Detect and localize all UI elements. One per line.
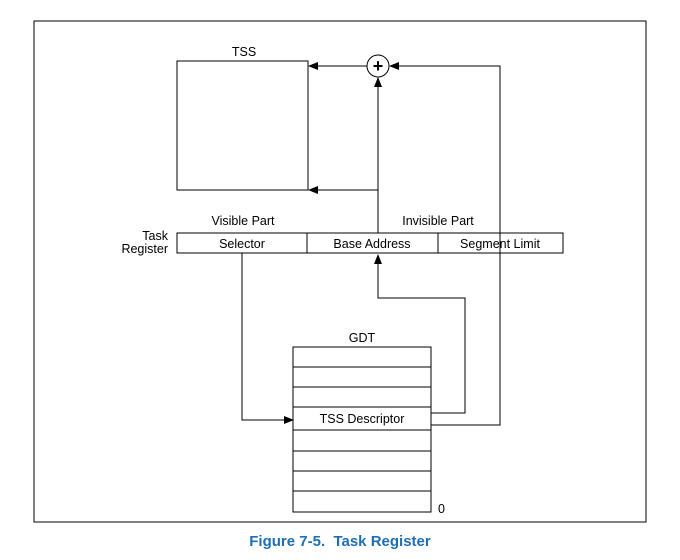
base-address-label: Base Address [333,237,410,251]
figure-frame [33,20,647,523]
arrow-descriptor-limit-to-adder [389,62,501,426]
segment-limit-label: Segment Limit [460,237,540,251]
adder-symbol: + [373,56,384,76]
gdt-table: TSS Descriptor [292,346,432,513]
gdt-label: GDT [349,331,376,345]
figure-caption: Figure 7-5. Task Register [249,533,431,550]
task-register-label-line2: Register [121,242,168,256]
task-register-label-line1: Task [142,229,168,243]
arrow-descriptor-to-base-address [374,254,466,414]
selector-label: Selector [219,237,265,251]
gdt-zero-label: 0 [438,502,445,516]
tss-box [176,60,309,191]
tss-label: TSS [232,45,256,59]
invisible-part-label: Invisible Part [402,214,474,228]
register-field-segment-limit [437,232,564,254]
visible-part-label: Visible Part [212,214,276,228]
arrow-selector-to-descriptor [241,253,294,424]
task-register: Selector Base Address Segment Limit [176,232,564,254]
tss-descriptor-label: TSS Descriptor [320,412,405,426]
